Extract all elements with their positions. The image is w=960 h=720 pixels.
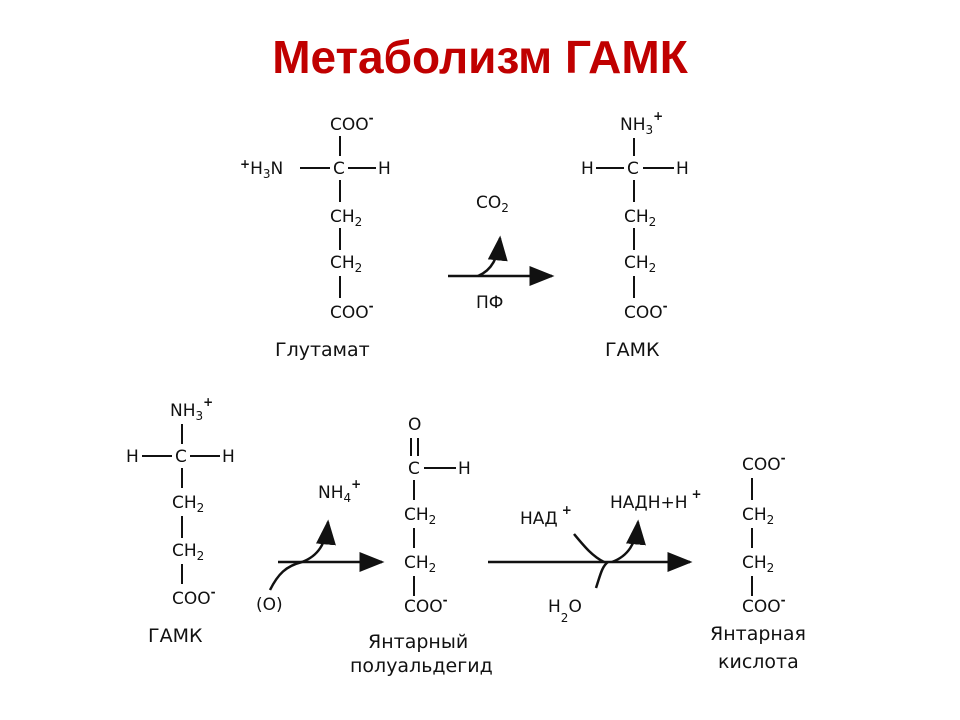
- svg-text:CH2: CH2: [404, 553, 436, 575]
- svg-text:C: C: [627, 159, 639, 179]
- nad-input-curve: [573, 533, 605, 564]
- glu-ch2-2: CH2: [330, 253, 362, 275]
- water-input: H2O: [548, 597, 582, 625]
- label-succ-line2: кислота: [718, 651, 799, 673]
- glu-amino-group: +H3N: [240, 157, 283, 181]
- svg-text:COO-: COO-: [742, 593, 786, 617]
- svg-text:CH2: CH2: [742, 553, 774, 575]
- svg-text:CH2: CH2: [742, 505, 774, 527]
- co2-byproduct: CO2: [476, 193, 509, 215]
- label-ssa-line1: Янтарный: [368, 631, 468, 653]
- reaction-2-transamination: NH4+ (O): [256, 477, 385, 615]
- glu-alpha-h: H: [378, 159, 391, 179]
- co2-release-arrow: [477, 235, 508, 278]
- label-glutamate: Глутамат: [275, 339, 370, 361]
- svg-text:C: C: [408, 459, 420, 479]
- svg-text:COO-: COO-: [742, 451, 786, 475]
- reaction-3-oxidation: НАД+ НАДН+Н+ H2O: [488, 487, 702, 625]
- glu-coo-top: COO-: [330, 111, 374, 135]
- oxygen-input-curve: [268, 560, 303, 591]
- slide-title: Метаболизм ГАМК: [272, 31, 688, 83]
- succinic-semialdehyde-structure: O C H CH2 CH2 COO-: [404, 415, 471, 617]
- label-succ-line1: Янтарная: [710, 623, 806, 645]
- svg-text:COO-: COO-: [624, 299, 668, 323]
- label-ssa-line2: полуальдегид: [350, 655, 493, 677]
- reaction-1-decarboxylation: CO2 ПФ: [448, 193, 555, 313]
- nadh-output: НАДН+Н+: [610, 487, 702, 513]
- nh4-release-arrow: [301, 519, 336, 564]
- svg-text:COO-: COO-: [172, 585, 216, 609]
- gaba-top-structure: NH3+ H C H CH2 CH2 COO-: [581, 109, 689, 323]
- label-gaba-top: ГАМК: [605, 339, 660, 361]
- glu-alpha-carbon: C: [333, 159, 345, 179]
- svg-text:CH2: CH2: [624, 253, 656, 275]
- water-input-curve: [594, 560, 609, 589]
- label-gaba-bottom: ГАМК: [148, 625, 203, 647]
- glu-coo-bottom: COO-: [330, 299, 374, 323]
- glu-ch2-1: CH2: [330, 207, 362, 229]
- svg-text:CH2: CH2: [172, 541, 204, 563]
- svg-text:CH2: CH2: [404, 505, 436, 527]
- svg-text:C: C: [175, 447, 187, 467]
- svg-text:CH2: CH2: [624, 207, 656, 229]
- svg-text:H: H: [222, 447, 235, 467]
- svg-text:H: H: [126, 447, 139, 467]
- svg-text:NH3+: NH3+: [170, 395, 213, 423]
- oxygen-input: (O): [256, 595, 283, 615]
- nadh-release-arrow: [611, 519, 646, 564]
- gaba-bottom-structure: NH3+ H C H CH2 CH2 COO-: [126, 395, 235, 609]
- svg-text:CH2: CH2: [172, 493, 204, 515]
- glutamate-structure: COO- +H3N C H CH2 CH2 COO-: [240, 111, 391, 323]
- svg-text:O: O: [408, 415, 421, 435]
- cofactor-pf: ПФ: [476, 293, 503, 313]
- succinic-acid-structure: COO- CH2 CH2 COO-: [742, 451, 786, 617]
- svg-text:H: H: [458, 459, 471, 479]
- svg-text:COO-: COO-: [404, 593, 448, 617]
- nh4-byproduct: NH4+: [318, 477, 361, 505]
- svg-text:H: H: [581, 159, 594, 179]
- nad-input: НАД+: [520, 503, 572, 529]
- svg-text:H: H: [676, 159, 689, 179]
- gaba-top-nh3: NH3+: [620, 109, 663, 137]
